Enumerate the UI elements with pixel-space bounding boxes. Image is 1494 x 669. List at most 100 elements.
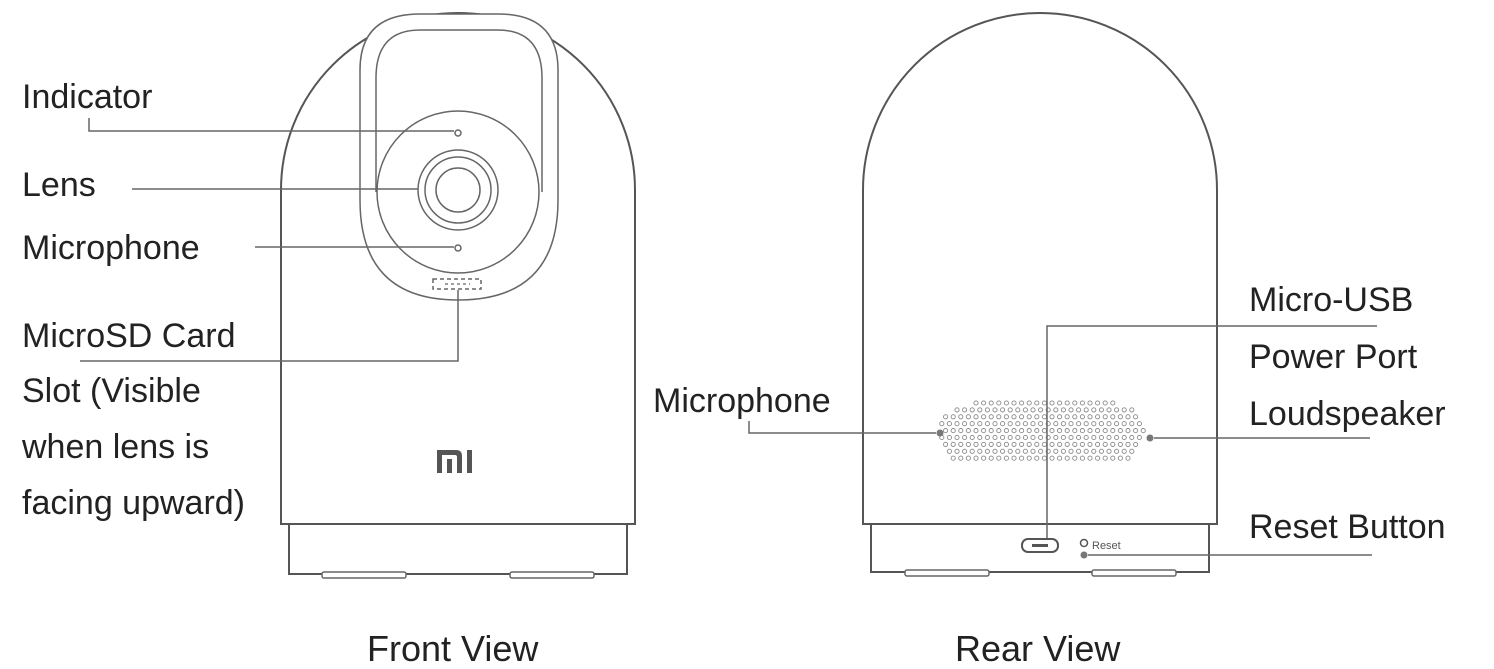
grille-hole — [1060, 434, 1066, 441]
grille-hole — [1034, 441, 1040, 447]
grille-hole — [1076, 448, 1082, 454]
grille-hole — [1068, 407, 1074, 413]
grille-hole — [1007, 407, 1013, 413]
indicator-leader — [88, 118, 454, 132]
grille-hole — [965, 428, 971, 434]
grille-hole — [1072, 455, 1078, 461]
grille-hole — [1072, 441, 1078, 447]
grille-hole — [1015, 448, 1021, 454]
grille-hole — [1110, 441, 1116, 447]
grille-hole — [1095, 414, 1101, 420]
grille-hole — [1102, 414, 1108, 420]
grille-hole — [1133, 414, 1139, 420]
grille-hole — [969, 448, 975, 454]
grille-hole — [1106, 434, 1112, 441]
grille-hole — [1011, 400, 1017, 406]
grille-hole — [1110, 414, 1116, 420]
grille-hole — [984, 407, 990, 413]
grille-hole — [1079, 455, 1085, 461]
grille-hole — [1121, 421, 1127, 427]
grille-hole — [1007, 448, 1013, 454]
grille-hole — [1057, 441, 1063, 447]
grille-hole — [1038, 434, 1044, 441]
grille-hole — [981, 455, 987, 461]
microsd-leader — [80, 290, 459, 362]
grille-hole — [946, 434, 952, 441]
grille-hole — [1049, 455, 1055, 461]
grille-hole — [1053, 434, 1059, 441]
grille-hole — [1091, 434, 1097, 441]
grille-hole — [1106, 421, 1112, 427]
grille-hole — [1072, 428, 1078, 434]
front-foot-right — [509, 571, 595, 579]
grille-hole — [1117, 414, 1123, 420]
grille-hole — [1068, 421, 1074, 427]
grille-hole — [1034, 455, 1040, 461]
grille-hole — [1076, 434, 1082, 441]
rear-mic-dot — [936, 429, 944, 437]
rear-view-caption: Rear View — [955, 628, 1121, 669]
grille-hole — [1041, 428, 1047, 434]
usb-leader — [1046, 325, 1377, 538]
microsd-label-line2: Slot (Visible — [22, 372, 201, 410]
grille-hole — [1026, 414, 1032, 420]
grille-hole — [1114, 421, 1120, 427]
grille-hole — [1041, 400, 1047, 406]
grille-hole — [1026, 428, 1032, 434]
grille-hole — [1011, 441, 1017, 447]
grille-hole — [981, 414, 987, 420]
grille-hole — [1087, 441, 1093, 447]
mi-logo — [437, 450, 472, 473]
grille-hole — [1129, 434, 1135, 441]
grille-hole — [1087, 428, 1093, 434]
grille-hole — [943, 414, 949, 420]
grille-hole — [1083, 448, 1089, 454]
grille-hole — [1007, 434, 1013, 441]
grille-hole — [1091, 421, 1097, 427]
grille-hole — [1041, 441, 1047, 447]
grille-hole — [1098, 407, 1104, 413]
front-base — [288, 521, 628, 575]
grille-hole — [1019, 455, 1025, 461]
grille-hole — [1102, 455, 1108, 461]
reset-mark: Reset — [1092, 540, 1121, 552]
grille-hole — [1003, 455, 1009, 461]
usb-label-line1: Micro-USB — [1249, 281, 1414, 319]
grille-hole — [1064, 455, 1070, 461]
grille-hole — [1049, 414, 1055, 420]
grille-hole — [1102, 400, 1108, 406]
grille-hole — [1125, 455, 1131, 461]
grille-hole — [1022, 421, 1028, 427]
front-view-caption: Front View — [367, 628, 539, 669]
grille-hole — [943, 441, 949, 447]
grille-hole — [984, 448, 990, 454]
grille-hole — [958, 428, 964, 434]
grille-hole — [1026, 455, 1032, 461]
grille-hole — [969, 407, 975, 413]
grille-hole — [1049, 428, 1055, 434]
grille-hole — [1095, 428, 1101, 434]
grille-hole — [1015, 434, 1021, 441]
grille-hole — [1114, 407, 1120, 413]
grille-hole — [977, 448, 983, 454]
grille-hole — [1133, 428, 1139, 434]
grille-hole — [988, 428, 994, 434]
grille-hole — [1030, 448, 1036, 454]
grille-hole — [1038, 421, 1044, 427]
grille-hole — [1129, 448, 1135, 454]
grille-hole — [1038, 448, 1044, 454]
front-foot-left — [321, 571, 407, 579]
microsd-slot — [432, 278, 482, 290]
grille-hole — [988, 441, 994, 447]
grille-hole — [1136, 421, 1142, 427]
grille-hole — [1003, 400, 1009, 406]
rear-body — [862, 12, 1218, 525]
grille-hole — [1121, 434, 1127, 441]
grille-hole — [996, 441, 1002, 447]
front-microphone-label: Microphone — [22, 229, 200, 267]
loudspeaker-dot — [1146, 434, 1154, 442]
grille-hole — [943, 428, 949, 434]
grille-hole — [1030, 434, 1036, 441]
grille-hole — [1049, 400, 1055, 406]
grille-hole — [958, 414, 964, 420]
